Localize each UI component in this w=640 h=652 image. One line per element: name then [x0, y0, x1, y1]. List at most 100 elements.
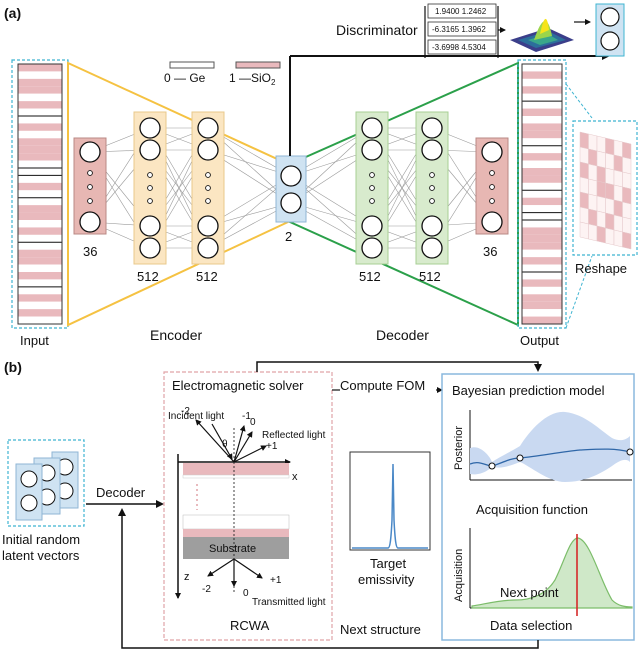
neuron-node [361, 117, 383, 139]
legend-ge-swatch [169, 61, 215, 69]
bayes-title: Bayesian prediction model [452, 383, 605, 398]
layer-size-enc-512b: 512 [196, 269, 218, 284]
reshape-cell [613, 154, 623, 173]
reshape-cell [579, 131, 589, 150]
neuron-node [79, 141, 101, 163]
reshape-cell [605, 212, 615, 231]
input-label: Input [20, 333, 49, 348]
output-strip-cell [522, 249, 562, 258]
output-strip-cell [522, 145, 562, 154]
input-strip-cell [18, 123, 62, 131]
input-strip-cell [18, 257, 62, 265]
ellipsis-dot [429, 185, 435, 191]
observation-point-3 [626, 448, 634, 456]
reshape-cell [596, 180, 606, 199]
transmitted-light-label: Transmitted light [252, 597, 326, 608]
output-strip-cell [522, 101, 562, 109]
input-strip-cell [18, 234, 62, 243]
neuron-node [361, 215, 383, 237]
output-strip-cell [522, 168, 562, 176]
next-point-label: Next point [500, 585, 559, 600]
layer-ge-middle [182, 514, 290, 530]
ellipsis-dot [429, 198, 435, 204]
output-strip-cell [522, 279, 562, 287]
next-structure-label: Next structure [340, 622, 421, 637]
disc-value-2: -6.3165 1.3962 [432, 25, 486, 34]
input-strip-cell [18, 316, 62, 324]
reshape-cell [622, 156, 632, 175]
input-strip-cell [18, 309, 62, 317]
output-strip-cell [522, 78, 562, 87]
neuron-node [280, 192, 302, 214]
input-strip-cell [18, 182, 62, 191]
output-strip-cell [522, 64, 562, 72]
reshape-label: Reshape [575, 261, 627, 276]
posterior-axis-label: Posterior [453, 426, 465, 470]
theta-label: θ [222, 439, 228, 450]
reshape-cell [588, 148, 598, 167]
reshape-cell [596, 165, 606, 184]
output-strip-cell [522, 153, 562, 161]
neuron-node [139, 215, 161, 237]
ellipsis-dot [369, 198, 375, 204]
acq-function-label: Acquisition function [476, 502, 588, 517]
order-m2-top-ray [195, 419, 235, 463]
reshape-cell [622, 141, 632, 160]
incident-light-label: Incident light [168, 411, 224, 422]
output-strip-cell [522, 242, 562, 250]
ellipsis-dot [147, 198, 153, 204]
reshape-cell [613, 169, 623, 188]
reshape-cell [605, 182, 615, 201]
layer-size-dec-36: 36 [483, 244, 497, 259]
latent-card-1-node-2 [20, 494, 38, 512]
input-strip-cell [18, 71, 62, 79]
output-strip-cell [522, 130, 562, 139]
layer-size-dec-512b: 512 [419, 269, 441, 284]
reshape-cell [579, 191, 589, 210]
layer-size-latent-2: 2 [285, 229, 292, 244]
input-strip-cell [18, 190, 62, 198]
input-strip [17, 63, 63, 325]
reshape-cell [596, 195, 606, 214]
neuron-node [421, 139, 443, 161]
layer-size-dec-512a: 512 [359, 269, 381, 284]
acq-function-curve [471, 537, 633, 609]
reshape-cell [588, 178, 598, 197]
neuron-node [197, 215, 219, 237]
legend-sio2-swatch [235, 61, 281, 69]
input-strip-cell [18, 93, 62, 102]
reshape-cell [605, 167, 615, 186]
data-selection-label: Data selection [490, 618, 572, 633]
legend-sio2-label: 1 —SiO2 [229, 71, 276, 87]
output-strip-cell [522, 108, 562, 116]
reshape-cell [596, 225, 606, 244]
init-label-line2: latent vectors [2, 548, 80, 563]
neuron-node [421, 117, 443, 139]
input-strip-cell [18, 264, 62, 272]
input-strip-cell [18, 242, 62, 250]
neuron-node [361, 237, 383, 259]
order-p1-top-ray [233, 445, 267, 463]
output-strip-cell [522, 123, 562, 131]
z-axis-label: z [184, 571, 190, 583]
input-strip-cell [18, 130, 62, 139]
neuron-node [361, 139, 383, 161]
output-strip-cell [522, 264, 562, 272]
reshape-cell [579, 221, 589, 240]
neuron-node [139, 237, 161, 259]
input-strip-cell [18, 197, 62, 206]
output-strip-cell [522, 86, 562, 94]
output-strip-cell [522, 205, 562, 213]
order-bottom-p1: +1 [270, 575, 282, 586]
incident-ray [211, 423, 233, 460]
compute-fom-label: Compute FOM [340, 378, 425, 393]
input-strip-cell [18, 86, 62, 94]
output-label: Output [520, 333, 559, 348]
output-strip-cell [522, 220, 562, 228]
input-strip-cell [18, 220, 62, 228]
legend-sio2-text: 1 —SiO [229, 71, 271, 85]
ellipsis-dot [87, 170, 93, 176]
reshape-cell [588, 163, 598, 182]
